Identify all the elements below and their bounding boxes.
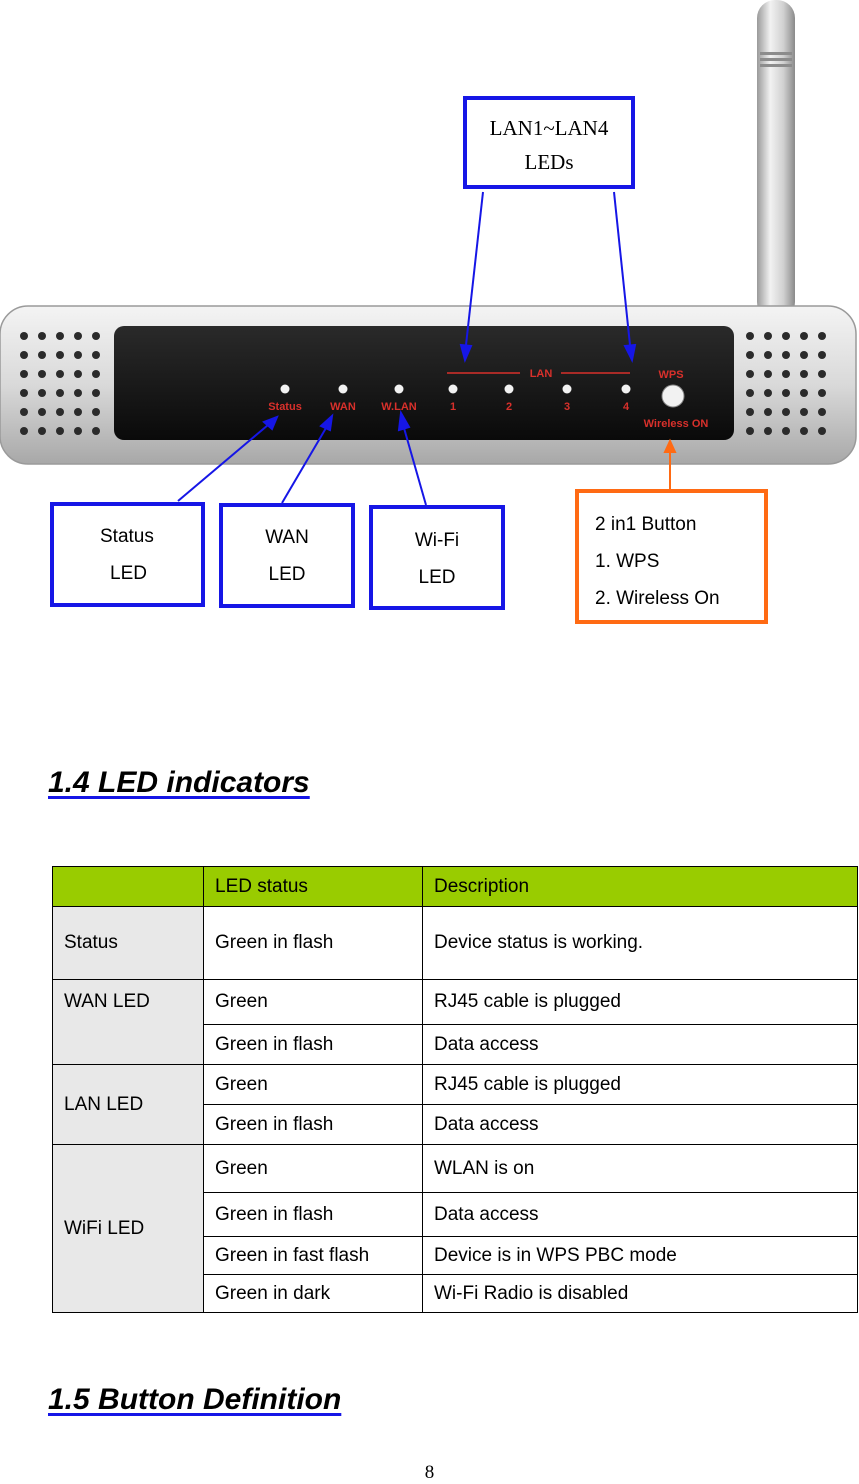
table-cell: RJ45 cable is plugged	[422, 979, 858, 1025]
wifi-led-callout: Wi-Fi LED	[369, 505, 505, 610]
page-number: 8	[424, 1462, 435, 1483]
panel-label-wireless-on: Wireless ON	[644, 418, 709, 430]
lan-leds-callout: LAN1~LAN4 LEDs	[463, 96, 635, 189]
table-cell: Green in flash	[203, 1024, 423, 1065]
panel-label-status: Status	[268, 401, 302, 413]
table-row: LAN LED Green RJ45 cable is plugged	[52, 1064, 858, 1145]
lan-callout-line1: LAN1~LAN4	[489, 116, 609, 140]
table-cell: Green in fast flash	[203, 1236, 423, 1275]
router-body	[0, 305, 857, 465]
wan-callout-line1: WAN	[265, 527, 309, 548]
button-callout-line3: 2. Wireless On	[595, 588, 720, 609]
row-header-lan-led: LAN LED	[52, 1064, 204, 1145]
wlan-led-dot	[394, 384, 404, 394]
table-row: Green in flash Data access	[53, 1024, 858, 1065]
table-row: Green in fast flash Device is in WPS PBC…	[53, 1236, 858, 1275]
panel-label-lan1: 1	[450, 401, 456, 413]
table-row: WiFi LED Green WLAN is on	[52, 1144, 858, 1313]
panel-label-wan: WAN	[330, 401, 356, 413]
table-row: Green in flash Data access	[53, 1104, 858, 1145]
table-row: Green in flash Data access	[53, 1192, 858, 1237]
led-indicator-table: LED status Description Status Green in f…	[52, 866, 858, 1313]
left-vent-holes	[20, 332, 100, 435]
table-cell: Green in flash	[203, 1192, 423, 1237]
lan3-led-dot	[562, 384, 572, 394]
row-header-wifi-led: WiFi LED	[52, 1144, 204, 1313]
table-row: Status Green in flash Device status is w…	[52, 906, 858, 980]
status-led-callout: Status LED	[50, 502, 205, 607]
panel-label-wlan: W.LAN	[381, 401, 416, 413]
table-cell: Data access	[422, 1104, 858, 1145]
wan-led-callout: WAN LED	[219, 503, 355, 608]
table-cell: Device status is working.	[422, 906, 858, 980]
table-cell: Data access	[422, 1024, 858, 1065]
table-header-row: LED status Description	[52, 866, 858, 907]
lan1-led-dot	[448, 384, 458, 394]
table-row: Green in dark Wi-Fi Radio is disabled	[53, 1274, 858, 1313]
panel-label-lan2: 2	[506, 401, 512, 413]
callout-pointers	[177, 191, 637, 506]
table-cell: Green in flash	[203, 1104, 423, 1145]
table-row: WAN LED Green RJ45 cable is plugged	[52, 979, 858, 1065]
table-cell: Green	[203, 979, 423, 1025]
wifi-callout-line2: LED	[418, 567, 456, 588]
row-header-status: Status	[52, 906, 204, 980]
wps-button-graphic	[661, 384, 685, 408]
table-cell: Green in flash	[203, 906, 423, 980]
row-header-wan-led: WAN LED	[52, 979, 204, 1065]
button-callout-line1: 2 in1 Button	[595, 514, 697, 535]
panel-label-wps: WPS	[658, 369, 683, 381]
table-cell: Device is in WPS PBC mode	[422, 1236, 858, 1275]
led-dots	[280, 384, 631, 394]
right-vent-holes	[746, 332, 826, 435]
status-callout-line2: LED	[110, 563, 147, 584]
table-cell: Data access	[422, 1192, 858, 1237]
lan2-led-dot	[504, 384, 514, 394]
table-header-empty	[52, 866, 204, 907]
table-cell: RJ45 cable is plugged	[422, 1064, 858, 1105]
lan4-led-dot	[621, 384, 631, 394]
table-cell: WLAN is on	[422, 1144, 858, 1193]
wan-led-dot	[338, 384, 348, 394]
wifi-callout-line1: Wi-Fi	[414, 530, 460, 551]
button-callout-line2: 1. WPS	[595, 551, 660, 572]
panel-label-lan3: 3	[564, 401, 570, 413]
table-header-led-status: LED status	[203, 866, 423, 907]
table-cell: Green	[203, 1144, 423, 1193]
status-callout-line1: Status	[100, 526, 154, 547]
button-callout-pointer	[663, 438, 677, 490]
wps-button-callout: 2 in1 Button 1. WPS 2. Wireless On	[575, 489, 768, 624]
router-front-panel-illustration: Status WAN W.LAN 1 2 3 4 LAN WPS Wireles…	[0, 0, 857, 506]
table-cell: Green	[203, 1064, 423, 1105]
status-led-dot	[280, 384, 290, 394]
antenna	[757, 0, 795, 320]
panel-label-lan4: 4	[623, 401, 630, 413]
table-cell: Wi-Fi Radio is disabled	[422, 1274, 858, 1313]
table-cell: Green in dark	[203, 1274, 423, 1313]
table-header-description: Description	[422, 866, 858, 907]
lan-callout-line2: LEDs	[524, 150, 574, 174]
panel-label-lan: LAN	[530, 368, 553, 380]
section-heading-button-definition: 1.5 Button Definition	[48, 1383, 342, 1416]
wan-callout-line2: LED	[268, 564, 306, 585]
section-heading-led-indicators: 1.4 LED indicators	[48, 766, 310, 799]
